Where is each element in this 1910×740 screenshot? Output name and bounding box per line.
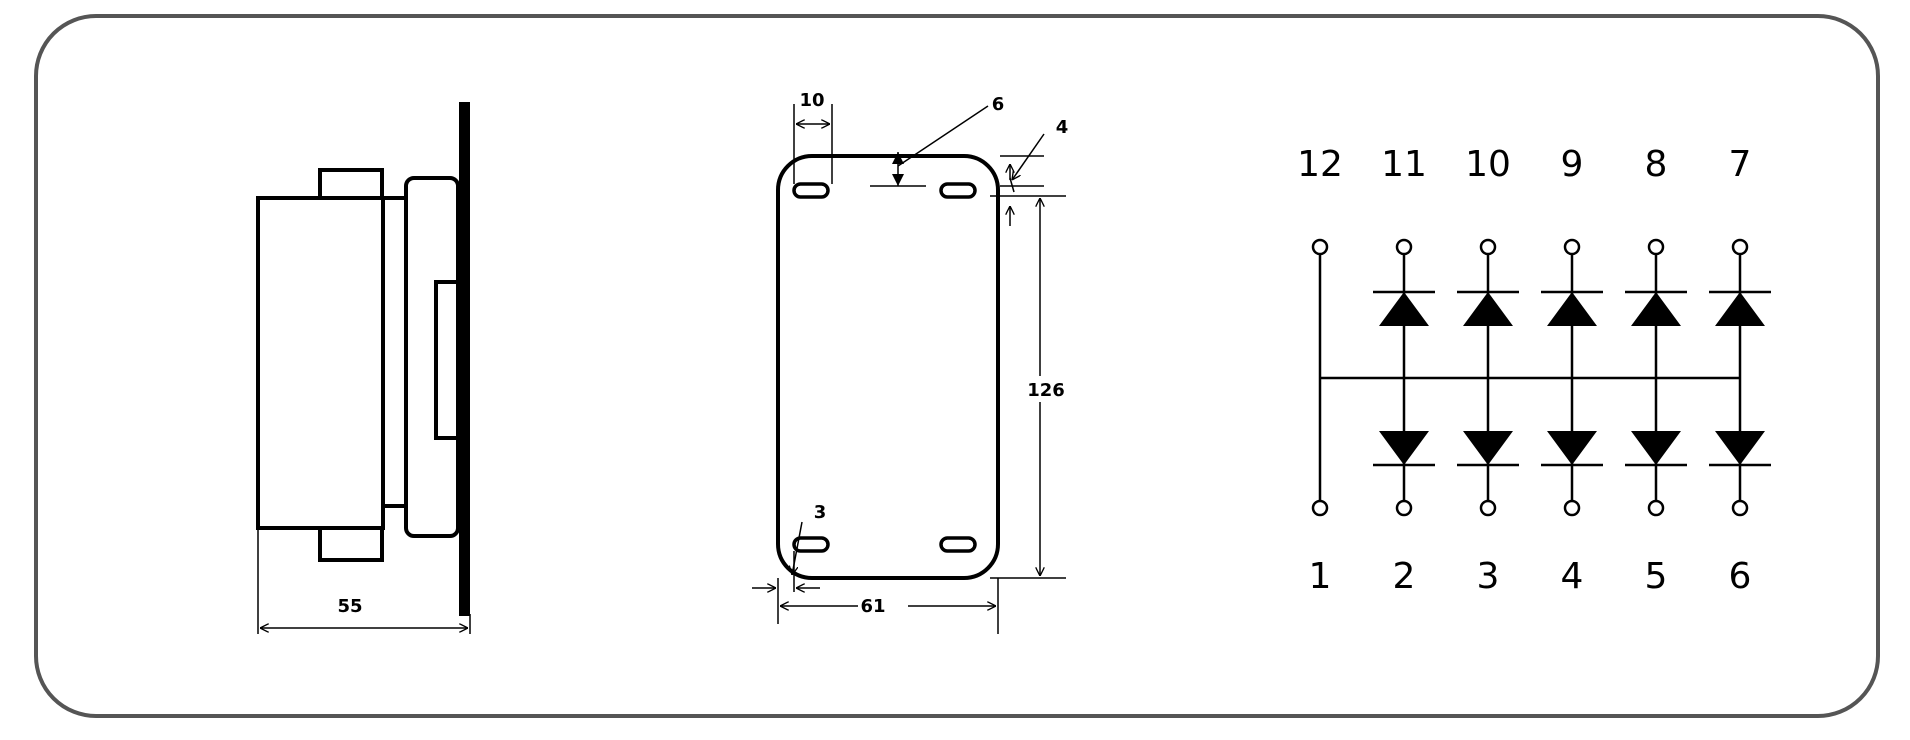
pin-terminal-10 [1479, 238, 1497, 256]
height-label: 126 [1027, 380, 1065, 401]
pin-terminal-3 [1479, 499, 1497, 517]
mounting-plate [776, 154, 1000, 580]
front-view [776, 154, 1000, 580]
diode-lower-3 [1463, 431, 1513, 465]
diode-upper-11 [1379, 292, 1429, 326]
mounting-slot-bottom-left [792, 536, 830, 553]
pin-label-6: 6 [1729, 556, 1752, 597]
diode-lower-2 [1379, 431, 1429, 465]
pin-terminal-9 [1563, 238, 1581, 256]
pin-label-10: 10 [1465, 144, 1511, 185]
diode-lower-4 [1547, 431, 1597, 465]
diode-upper-9 [1547, 292, 1597, 326]
bottom-terminal-block [318, 526, 384, 562]
diode-upper-7 [1715, 292, 1765, 326]
slot-width-label: 10 [799, 90, 824, 111]
depth-dimension [257, 528, 471, 634]
pin-terminal-11 [1395, 238, 1413, 256]
pin-terminal-7 [1731, 238, 1749, 256]
diagram-frame [34, 14, 1880, 718]
diode-upper-8 [1631, 292, 1681, 326]
pin-label-1: 1 [1309, 556, 1332, 597]
pin-terminal-6 [1731, 499, 1749, 517]
mounting-slot-bottom-right [939, 536, 977, 553]
pin-label-12: 12 [1297, 144, 1343, 185]
width-label: 61 [860, 596, 885, 617]
pin-label-8: 8 [1645, 144, 1668, 185]
pin-label-4: 4 [1561, 556, 1584, 597]
pin-terminal-2 [1395, 499, 1413, 517]
depth-dimension-label: 55 [337, 596, 362, 617]
mounting-slot-top-left [792, 182, 830, 199]
diode-lower-5 [1631, 431, 1681, 465]
pin-label-3: 3 [1477, 556, 1500, 597]
inner-clip [434, 280, 460, 440]
pin-terminal-1 [1311, 499, 1329, 517]
edge-offset-top-label: 4 [1056, 117, 1069, 138]
front-view-dimensions [752, 104, 1066, 634]
diode-upper-10 [1463, 292, 1513, 326]
pin-terminal-4 [1563, 499, 1581, 517]
pin-label-5: 5 [1645, 556, 1668, 597]
mounting-plate-edge [459, 102, 470, 616]
pin-label-7: 7 [1729, 144, 1752, 185]
slot-height-label: 6 [992, 94, 1005, 115]
top-terminal-block [318, 168, 384, 200]
pin-terminal-8 [1647, 238, 1665, 256]
pin-label-9: 9 [1561, 144, 1584, 185]
diode-lower-6 [1715, 431, 1765, 465]
pin-terminal-12 [1311, 238, 1329, 256]
pin-label-2: 2 [1393, 556, 1416, 597]
side-view [256, 102, 470, 616]
edge-offset-left-label: 3 [814, 502, 827, 523]
mounting-slot-top-right [939, 182, 977, 199]
pin-label-11: 11 [1381, 144, 1427, 185]
pin-terminal-5 [1647, 499, 1665, 517]
